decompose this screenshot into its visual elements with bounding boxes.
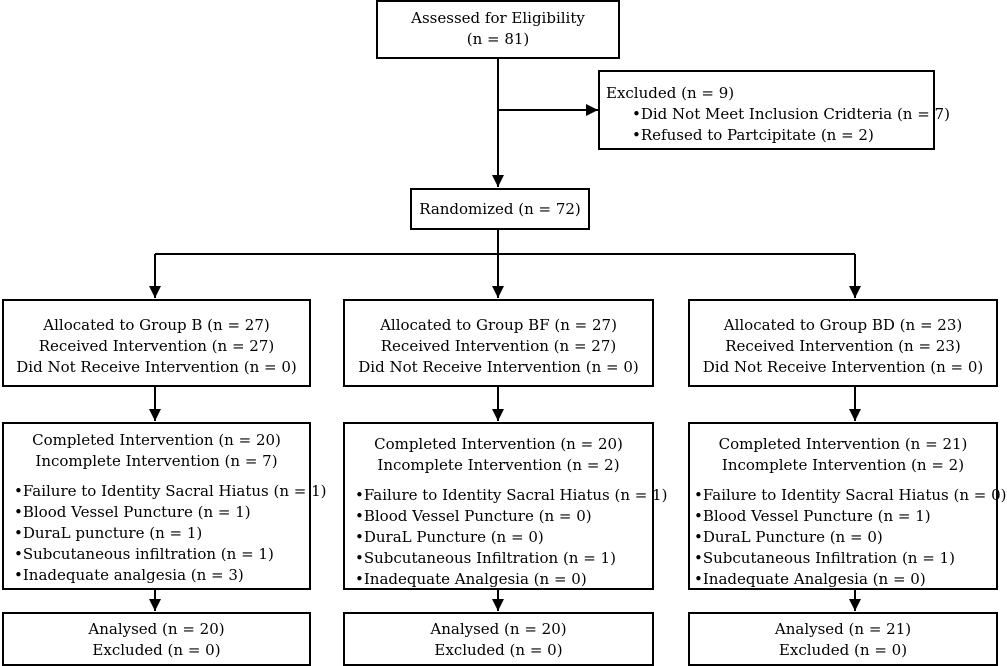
allocated-label: Allocated to Group B (n = 27) [43,316,270,334]
reason-item: Subcutaneous Infiltration (n = 1) [355,548,652,569]
reason-item: Blood Vessel Puncture (n = 1) [14,502,309,523]
reason-item: Inadequate Analgesia (n = 0) [694,569,996,590]
reason-item: Blood Vessel Puncture (n = 0) [355,506,652,527]
received-label: Received Intervention (n = 27) [380,337,617,355]
incomplete-reasons: Failure to Identity Sacral Hiatus (n = 1… [355,485,668,590]
excluded-reason: Did Not Meet Inclusion Cridteria (n = 7) [632,104,950,125]
analysis-excluded-label: Excluded (n = 0) [778,641,908,659]
allocated-label: Allocated to Group BD (n = 23) [723,316,963,334]
reason-item: Inadequate analgesia (n = 3) [14,565,309,586]
incomplete-reasons: Failure to Identity Sacral Hiatus (n = 0… [694,485,1007,590]
reason-item: Failure to Identity Sacral Hiatus (n = 1… [355,485,668,506]
reason-item: Failure to Identity Sacral Hiatus (n = 0… [694,485,1007,506]
reason-item: DuraL Puncture (n = 0) [694,527,996,548]
analysis-box-group-bd: Analysed (n = 21) Excluded (n = 0) [688,612,998,666]
reason-item: Failure to Identity Sacral Hiatus (n = 1… [14,481,327,502]
followup-box-group-b: Completed Intervention (n = 20) Incomple… [2,422,327,590]
completed-label: Completed Intervention (n = 20) [32,431,281,449]
excluded-box: Excluded (n = 9) Did Not Meet Inclusion … [598,70,950,150]
reason-item: DuraL puncture (n = 1) [14,523,309,544]
completed-label: Completed Intervention (n = 21) [718,435,968,453]
allocation-box-group-bd: Allocated to Group BD (n = 23) Received … [688,299,998,387]
excluded-reasons: Did Not Meet Inclusion Cridteria (n = 7)… [606,104,950,146]
followup-box-group-bf: Completed Intervention (n = 20) Incomple… [343,422,668,590]
analysis-box-group-bf: Analysed (n = 20) Excluded (n = 0) [343,612,654,666]
received-label: Received Intervention (n = 27) [38,337,275,355]
allocated-label: Allocated to Group BF (n = 27) [380,316,617,334]
randomized-box: Randomized (n = 72) [410,188,590,230]
incomplete-label: Incomplete Intervention (n = 2) [377,456,620,474]
incomplete-reasons: Failure to Identity Sacral Hiatus (n = 1… [14,481,327,586]
reason-item: Inadequate Analgesia (n = 0) [355,569,652,590]
excluded-reason: Refused to Partcipitate (n = 2) [632,125,933,146]
incomplete-label: Incomplete Intervention (n = 7) [35,452,278,470]
analysis-excluded-label: Excluded (n = 0) [92,641,221,659]
allocation-box-group-bf: Allocated to Group BF (n = 27) Received … [343,299,654,387]
analysis-excluded-label: Excluded (n = 0) [434,641,563,659]
incomplete-label: Incomplete Intervention (n = 2) [721,456,965,474]
reason-item: Blood Vessel Puncture (n = 1) [694,506,996,527]
reason-item: Subcutaneous Infiltration (n = 1) [694,548,996,569]
analysed-label: Analysed (n = 20) [430,620,567,638]
assessed-count: (n = 81) [466,30,530,48]
not-received-label: Did Not Receive Intervention (n = 0) [16,358,297,376]
not-received-label: Did Not Receive Intervention (n = 0) [702,358,984,376]
randomized-label: Randomized (n = 72) [419,200,581,218]
assessed-title: Assessed for Eligibility [411,9,585,27]
analysed-label: Analysed (n = 20) [88,620,225,638]
received-label: Received Intervention (n = 23) [725,337,961,355]
allocation-box-group-b: Allocated to Group B (n = 27) Received I… [2,299,311,387]
assessed-box: Assessed for Eligibility (n = 81) [376,0,620,59]
followup-box-group-bd: Completed Intervention (n = 21) Incomple… [688,422,1007,590]
not-received-label: Did Not Receive Intervention (n = 0) [358,358,639,376]
completed-label: Completed Intervention (n = 20) [374,435,623,453]
analysis-box-group-b: Analysed (n = 20) Excluded (n = 0) [2,612,311,666]
reason-item: Subcutaneous infiltration (n = 1) [14,544,309,565]
excluded-title: Excluded (n = 9) [606,84,735,102]
reason-item: DuraL Puncture (n = 0) [355,527,652,548]
analysed-label: Analysed (n = 21) [774,620,912,638]
